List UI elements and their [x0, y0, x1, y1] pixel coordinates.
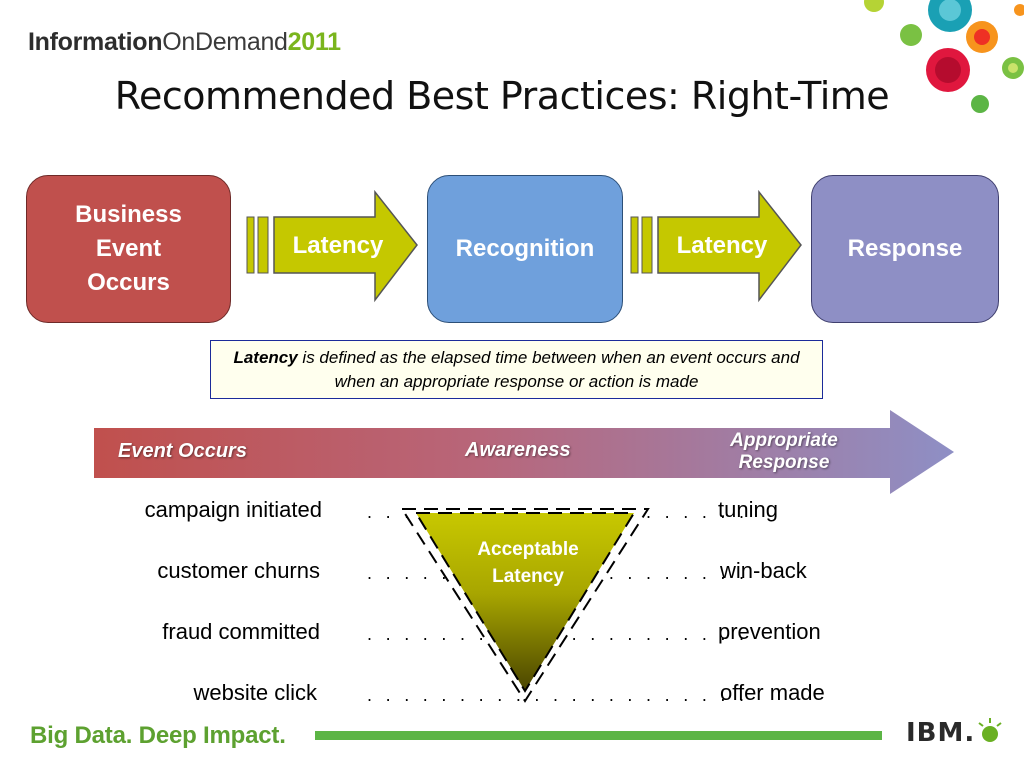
response-box: Response: [811, 175, 999, 323]
row-response-1: tuning: [718, 497, 778, 522]
slide-title-text: Recommended Best Practices: Right-Time: [114, 74, 890, 118]
recognition-box: Recognition: [427, 175, 623, 323]
smarter-planet-icon: [978, 718, 1002, 742]
timeline-arrow: [94, 410, 954, 494]
slide-title: Recommended Best Practices: Right-Time: [0, 74, 1024, 118]
latency-label-1: Latency: [292, 232, 384, 259]
latency-arrow-1: [246, 190, 418, 303]
row-event-4: website click: [193, 680, 317, 705]
timeline-awareness: Awareness: [465, 439, 571, 461]
footer-bar: [315, 731, 882, 740]
ibm-logo: IBM.: [906, 718, 976, 748]
brand-logo: InformationOnDemand2011: [28, 28, 341, 57]
definition-text: is defined as the elapsed time between w…: [297, 348, 800, 391]
brand-part-1: Information: [28, 28, 163, 56]
brand-part-3: 2011: [287, 28, 341, 56]
latency-label-2: Latency: [676, 232, 768, 259]
brand-part-2: OnDemand: [162, 28, 288, 56]
row-response-4: offer made: [720, 680, 825, 705]
business-event-label: Business Event Occurs: [75, 201, 182, 296]
row-event-3: fraud committed: [162, 619, 320, 644]
row-event-2: customer churns: [157, 558, 320, 583]
acceptable-latency-label: Acceptable Latency: [477, 539, 579, 587]
row-response-2: win-back: [720, 558, 807, 583]
timeline-event-occurs: Event Occurs: [118, 440, 247, 462]
decorative-dots: [864, 0, 1024, 113]
footer-tagline: Big Data. Deep Impact.: [30, 722, 286, 749]
row-response-3: prevention: [718, 619, 821, 644]
timeline-appropriate-response: Appropriate Response: [730, 430, 838, 473]
latency-definition-box: Latency is defined as the elapsed time b…: [210, 340, 823, 399]
row-dots-4: . . . . . . . . . . . . . . . . . . . . …: [367, 685, 749, 705]
recognition-label: Recognition: [455, 235, 595, 262]
acceptable-latency-funnel: [400, 508, 650, 703]
definition-term: Latency: [233, 348, 298, 367]
row-event-1: campaign initiated: [144, 497, 322, 522]
response-label: Response: [847, 235, 963, 262]
business-event-box: Business Event Occurs: [26, 175, 231, 323]
latency-arrow-2: [630, 190, 802, 303]
